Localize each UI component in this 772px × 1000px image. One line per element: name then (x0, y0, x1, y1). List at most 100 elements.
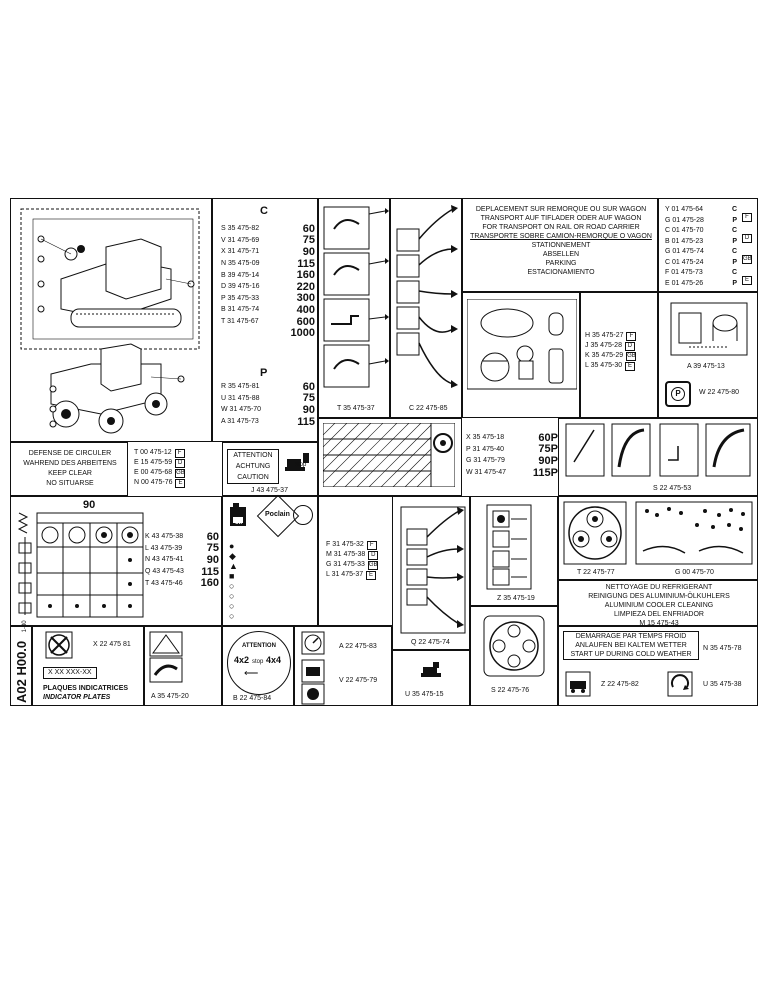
parking-list: H 35 475-27 F J 35 475-28 D K 35 475-29 … (585, 331, 637, 371)
list-item: J 35 475-28 D (585, 341, 636, 351)
list-item: M 31 475-38 D (326, 550, 379, 560)
plate-label: U 35 475-15 (405, 691, 444, 698)
list-item: N 00 475-76 E (134, 478, 186, 488)
gauge-icon (301, 631, 325, 655)
open-circle-icon: ○ (229, 601, 235, 611)
control-flow-diagram (396, 205, 458, 388)
plate-t22-g00-panel: T 22 475-77 G 00 475-70 (558, 496, 758, 580)
side-code: A02 H00.0 1-80 (14, 620, 29, 703)
attention-panel: ATTENTION ACHTUNG CAUTION stop J 43 475-… (222, 442, 318, 496)
stop-label: stop (252, 659, 264, 665)
list-item: H 35 475-27 F (585, 331, 637, 341)
tank-illustration (670, 302, 748, 356)
plate-b22-475-84-panel: ATTENTION 4x2 stop 4x4 ⟵ B 22 475-84 (222, 626, 294, 706)
open-circle-icon: ○ (229, 591, 235, 601)
triangle-icon: ▲ (229, 561, 238, 571)
joystick-flow-diagram (400, 506, 466, 634)
symbol-list: ● ◆ ▲ ■ ○ ○ ○ ○ (229, 541, 238, 621)
plate-label: T 22 475-77 (577, 569, 615, 576)
list-item: L 31 475-37 E (326, 570, 378, 580)
list-item: E 15 475-59 D (134, 458, 186, 468)
plate-label: V 22 475-79 (339, 677, 378, 684)
list-item: K 35 475-29 GB (585, 352, 637, 361)
plate-label: B 22 475-84 (233, 695, 272, 702)
heading-p: P (260, 367, 268, 379)
arrow-left-icon: ⟵ (244, 668, 259, 679)
poclain-logo: Poclain (265, 511, 290, 518)
lift-header: 90 (83, 499, 96, 511)
list-item: F 31 475-32 F (326, 540, 378, 550)
plate-a39-475-13-panel: A 39 475-13 P W 22 475-80 (658, 292, 758, 418)
side-code-strip: A02 H00.0 1-80 (10, 620, 32, 706)
stop-label: stop (295, 462, 307, 468)
cooler-text: NETTOYAGE DU REFRIGERANT REINIGUNG DES A… (588, 584, 730, 627)
plate-t35-475-37-panel: T 35 475-37 (318, 198, 390, 418)
control-lever-diagram (323, 206, 389, 388)
plate-label: J 43 475-37 (251, 487, 288, 494)
mode-4x4: 4x4 (266, 655, 282, 665)
joystick-round-icon (483, 615, 545, 677)
attention-title: ATTENTION (242, 643, 276, 649)
poclain-list-panel (318, 496, 392, 626)
plate-label: A 35 475-20 (151, 693, 189, 700)
code-box: X XX XXX-XX (43, 667, 97, 679)
list-item: 1000 (290, 327, 315, 340)
plate-label: A 22 475-83 (339, 643, 377, 650)
plate-label: C 22 475-85 (409, 405, 448, 412)
speed-plate-p-panel (318, 418, 462, 496)
control-pictogram (486, 504, 532, 590)
stop-machine-icon (285, 453, 309, 471)
warning-pictogram (149, 631, 183, 683)
oil-can-icon (230, 503, 246, 526)
plate-u35-475-15-panel: U 35 475-15 (392, 650, 470, 706)
heading-c: C (260, 205, 268, 217)
lift-chart-grid (17, 512, 144, 618)
open-circle-icon: ○ (229, 611, 235, 621)
defense-panel: DEFENSE DE CIRCULER WAHREND DES ARBEITEN… (10, 442, 128, 496)
plate-label: S 22 475-76 (491, 687, 530, 694)
plate-label: N 35 475-78 (703, 645, 742, 652)
cooler-cleaning-panel: NETTOYAGE DU REFRIGERANT REINIGUNG DES A… (558, 580, 758, 627)
plate-q22-475-74-panel: Q 22 475-74 (392, 496, 470, 650)
transport-panel: DEPLACEMENT SUR REMORQUE OU SUR WAGON TR… (462, 198, 658, 292)
plate-a22-v22-panel: A 22 475-83 V 22 475-79 (294, 626, 392, 706)
transport-text: DEPLACEMENT SUR REMORQUE OU SUR WAGON TR… (470, 206, 652, 276)
plate-label: Q 22 475-74 (411, 639, 450, 646)
defense-text: DEFENSE DE CIRCULER WAHREND DES ARBEITEN… (23, 450, 117, 487)
cooler-fan-icon (563, 501, 627, 565)
parking-sign-icon: P (665, 381, 691, 407)
plate-x22-475-81-panel: X 22 475 81 X XX XXX-XX PLAQUES INDICATR… (32, 626, 144, 706)
engine-icon (301, 659, 325, 683)
list-item: L 35 475-30 E (585, 361, 636, 371)
indicator-plates-label: INDICATOR PLATES (43, 694, 111, 701)
poclain-circle (293, 505, 313, 525)
plaques-label: PLAQUES INDICATRICES (43, 685, 129, 692)
plate-s22-475-53-panel: S 22 475-53 (558, 418, 758, 496)
plate-c22-475-85-panel: C 22 475-85 (390, 198, 462, 418)
filled-dot-icon: ● (229, 541, 235, 551)
oil-label: oil (235, 520, 242, 526)
plate-label: S 22 475-53 (653, 485, 692, 492)
plate-label: T 35 475-37 (337, 405, 375, 412)
list-item: G 31 475-33 GB (326, 561, 378, 570)
cp-lang-tags: F D GB E (742, 213, 752, 285)
